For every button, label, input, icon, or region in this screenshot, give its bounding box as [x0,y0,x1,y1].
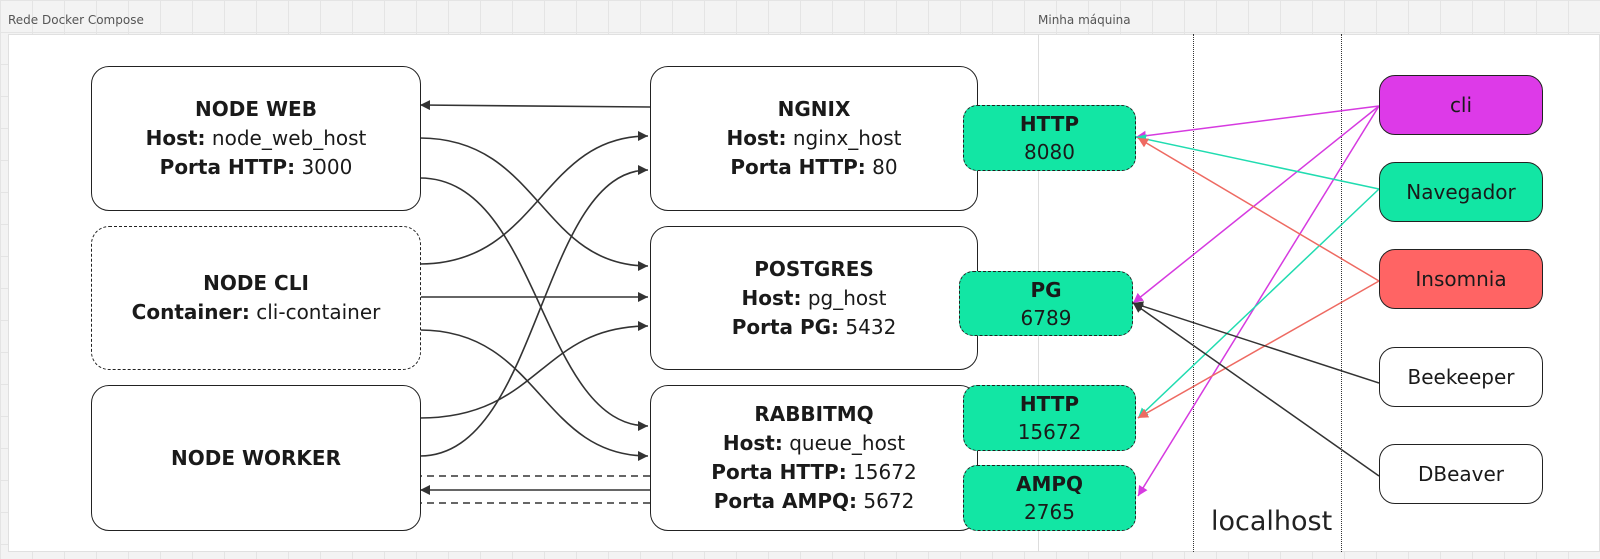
client-label: DBeaver [1417,462,1505,486]
port-value: 2765 [1024,500,1075,524]
node-worker-title: NODE WORKER [171,445,341,470]
port-value: 6789 [1020,305,1072,330]
client-label: Insomnia [1415,267,1507,291]
port-value: 8080 [1024,140,1075,164]
postgres-box[interactable]: POSTGRES Host: pg_host Porta PG: 5432 [650,226,978,370]
client-label: Beekeeper [1407,365,1515,389]
postgres-title: POSTGRES [754,256,874,281]
node-worker-box[interactable]: NODE WORKER [91,385,421,531]
port-name: PG [1030,277,1062,302]
node-cli-title: NODE CLI [203,271,309,295]
node-web-title: NODE WEB [195,97,317,121]
rabbitmq-http-port: Porta HTTP: 15672 [711,460,917,484]
client-cli[interactable]: cli [1379,75,1543,135]
node-cli-container: Container: cli-container [131,300,381,324]
localhost-boundary-left [1193,34,1194,552]
client-beekeeper[interactable]: Beekeeper [1379,347,1543,407]
nginx-title: NGNIX [777,97,851,121]
client-navegador[interactable]: Navegador [1379,162,1543,222]
port-name: HTTP [1019,112,1080,136]
client-label: cli [1449,93,1473,117]
node-cli-box[interactable]: NODE CLI Container: cli-container [91,226,421,370]
port-pg-6789[interactable]: PG 6789 [959,271,1133,336]
my-machine-label: Minha máquina [1038,13,1131,27]
postgres-host: Host: pg_host [741,285,887,310]
postgres-port: Porta PG: 5432 [731,314,897,339]
rabbitmq-host: Host: queue_host [722,431,906,455]
port-http-8080[interactable]: HTTP 8080 [963,105,1136,171]
client-label: Navegador [1406,180,1516,204]
port-name: HTTP [1019,392,1080,416]
port-ampq-2765[interactable]: AMPQ 2765 [963,465,1136,531]
nginx-port: Porta HTTP: 80 [730,155,898,179]
node-web-box[interactable]: NODE WEB Host: node_web_host Porta HTTP:… [91,66,421,211]
node-web-host: Host: node_web_host [145,126,367,150]
nginx-host: Host: nginx_host [726,126,902,150]
localhost-label: localhost [1211,506,1333,537]
port-name: AMPQ [1015,472,1084,496]
port-http-15672[interactable]: HTTP 15672 [963,385,1136,451]
node-web-port: Porta HTTP: 3000 [159,155,353,179]
nginx-box[interactable]: NGNIX Host: nginx_host Porta HTTP: 80 [650,66,978,211]
docker-network-label: Rede Docker Compose [8,13,144,27]
client-insomnia[interactable]: Insomnia [1379,249,1543,309]
localhost-boundary-right [1341,34,1342,552]
client-dbeaver[interactable]: DBeaver [1379,444,1543,504]
port-value: 15672 [1017,420,1082,444]
rabbitmq-ampq-port: Porta AMPQ: 5672 [713,489,915,513]
rabbitmq-title: RABBITMQ [754,402,874,426]
rabbitmq-box[interactable]: RABBITMQ Host: queue_host Porta HTTP: 15… [650,385,978,531]
